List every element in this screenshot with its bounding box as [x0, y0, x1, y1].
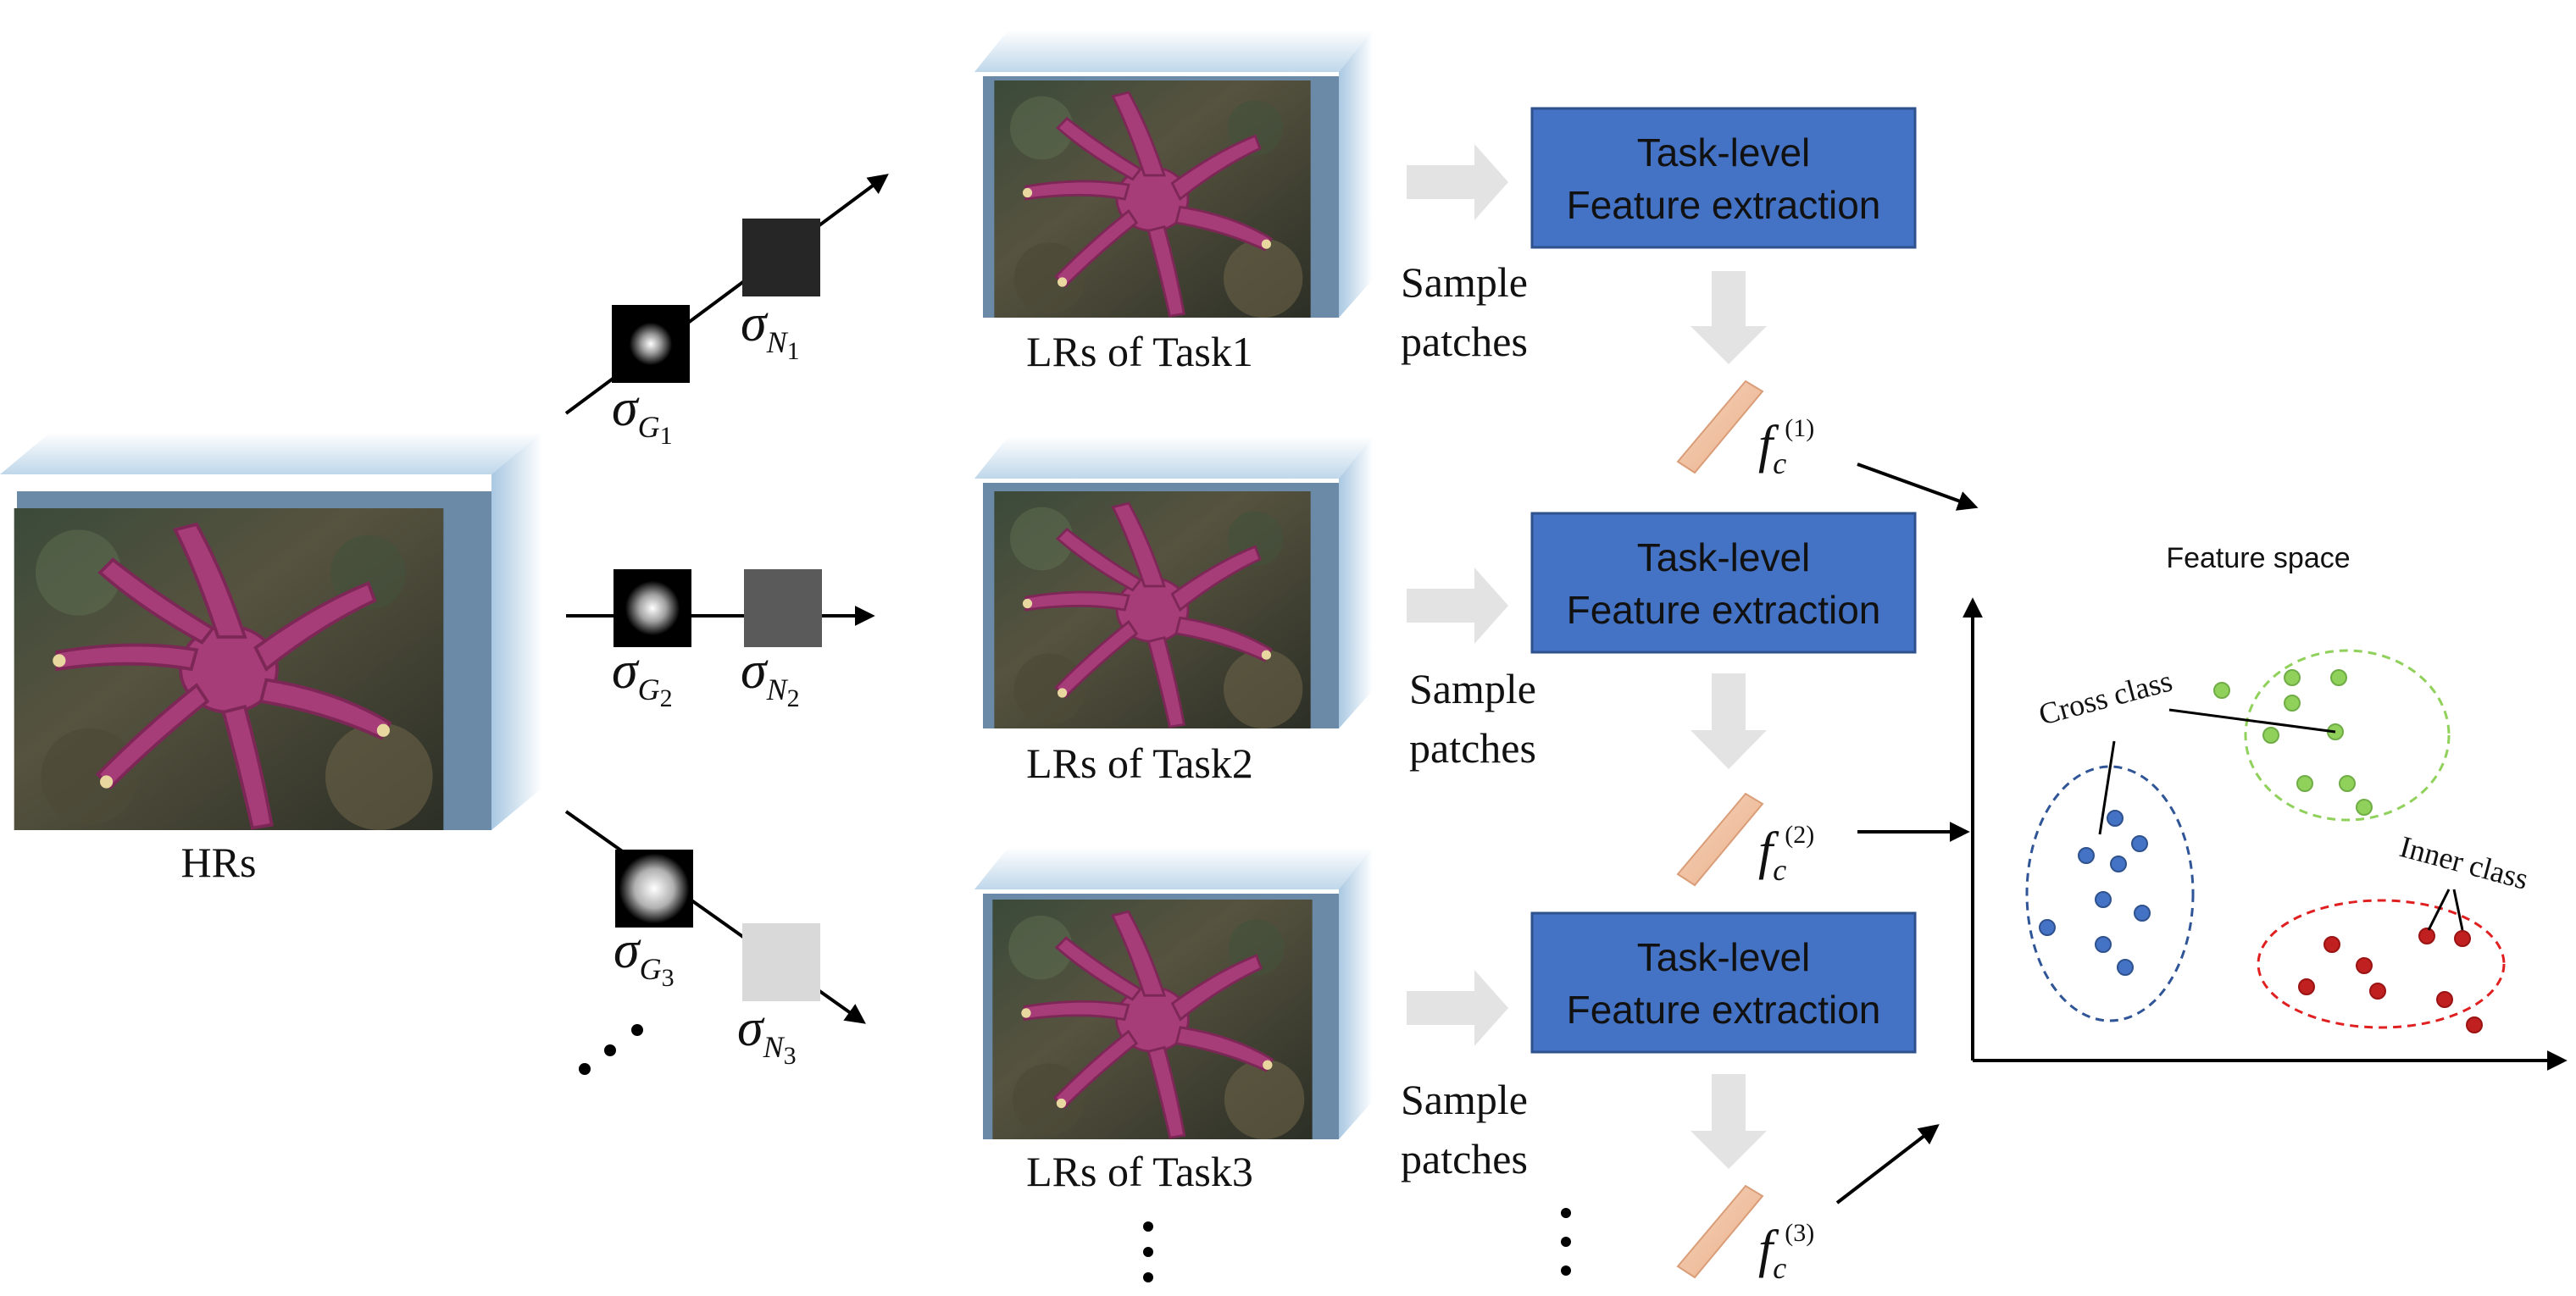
red-points [2298, 928, 2483, 1033]
feature-box-1-line2: Feature extraction [1567, 183, 1881, 227]
degradation-branch-3 [564, 810, 866, 1024]
feature-label-2: fc(2) [1758, 821, 1814, 887]
sigma-n3-label: σN3 [737, 1000, 797, 1070]
inner-class-pointer-1 [2427, 889, 2451, 931]
sample-label-1b: patches [1401, 318, 1528, 365]
sigma-g3-label: σG3 [613, 922, 675, 992]
sample-label-2a: Sample [1409, 665, 1536, 712]
noise-patch-2 [744, 569, 822, 647]
feature-box-2: Task-level Feature extraction [1530, 512, 1917, 654]
feature-space-title: Feature space [2166, 542, 2350, 574]
hr-label: HRs [181, 839, 257, 886]
sigma-n1-label: σN1 [741, 295, 800, 365]
feature-label-3: fc(3) [1758, 1219, 1814, 1285]
blur-kernel-1 [612, 305, 690, 383]
sample-arrow-3 [1407, 970, 1508, 1046]
down-arrow-2 [1690, 673, 1767, 769]
feature-box-3-line1: Task-level [1637, 935, 1811, 979]
sample-label-3b: patches [1401, 1135, 1528, 1182]
branch-ellipsis [579, 1024, 643, 1075]
feature-arrow-3 [1835, 1124, 1940, 1205]
feature-vector-1 [1676, 379, 1764, 474]
cross-class-label: Cross class [2035, 663, 2176, 731]
lr-stack-3 [974, 847, 1373, 1139]
feature-label-1: fc(1) [1758, 414, 1814, 480]
noise-patch-1 [742, 219, 820, 296]
feature-box-1-line1: Task-level [1637, 130, 1811, 174]
sigma-n2-label: σN2 [741, 642, 800, 712]
degradation-branch-2 [566, 569, 875, 647]
sample-label-1a: Sample [1401, 258, 1528, 306]
feature-vector-3 [1676, 1184, 1764, 1279]
blur-kernel-3 [615, 850, 693, 928]
lr-label-task3: LRs of Task3 [1026, 1148, 1253, 1195]
inner-class-pointer-2 [2452, 889, 2464, 931]
task-ellipsis [1143, 1221, 1153, 1282]
feature-box-3: Task-level Feature extraction [1530, 911, 1917, 1054]
sample-label-2b: patches [1409, 724, 1536, 772]
hr-image-stack [0, 432, 542, 830]
sigma-g2-label: σG2 [612, 642, 673, 712]
blur-kernel-2 [613, 569, 691, 647]
sample-arrow-2 [1407, 568, 1508, 644]
feature-space-plot: Feature space [1963, 542, 2568, 1071]
lr-stack-1 [974, 30, 1373, 318]
feature-box-2-line2: Feature extraction [1567, 588, 1881, 632]
feature-box-1: Task-level Feature extraction [1530, 107, 1917, 249]
sample-label-3a: Sample [1401, 1076, 1528, 1123]
noise-patch-3 [742, 923, 820, 1001]
sigma-g1-label: σG1 [612, 379, 673, 450]
lr-label-task2: LRs of Task2 [1026, 739, 1253, 787]
cross-class-pointer-1 [2098, 740, 2116, 835]
degradation-branch-1 [564, 174, 889, 415]
down-arrow-1 [1690, 271, 1767, 364]
feature-box-3-line2: Feature extraction [1567, 988, 1881, 1032]
down-arrow-3 [1690, 1074, 1767, 1169]
feature-box-2-line1: Task-level [1637, 535, 1811, 579]
lr-stack-2 [974, 436, 1373, 728]
blue-points [2039, 810, 2151, 976]
cross-class-pointer-2 [2168, 708, 2336, 734]
red-cluster-boundary [2257, 899, 2506, 1029]
feature-vector-2 [1676, 792, 1764, 887]
blue-cluster-boundary [2025, 765, 2195, 1022]
inner-class-label: Inner class [2396, 829, 2532, 896]
feature-arrow-1 [1857, 462, 1979, 511]
feature-ellipsis [1561, 1208, 1571, 1276]
lr-label-task1: LRs of Task1 [1026, 328, 1253, 375]
green-points [2213, 669, 2373, 816]
sample-arrow-1 [1407, 144, 1508, 220]
green-cluster-boundary [2244, 649, 2451, 822]
